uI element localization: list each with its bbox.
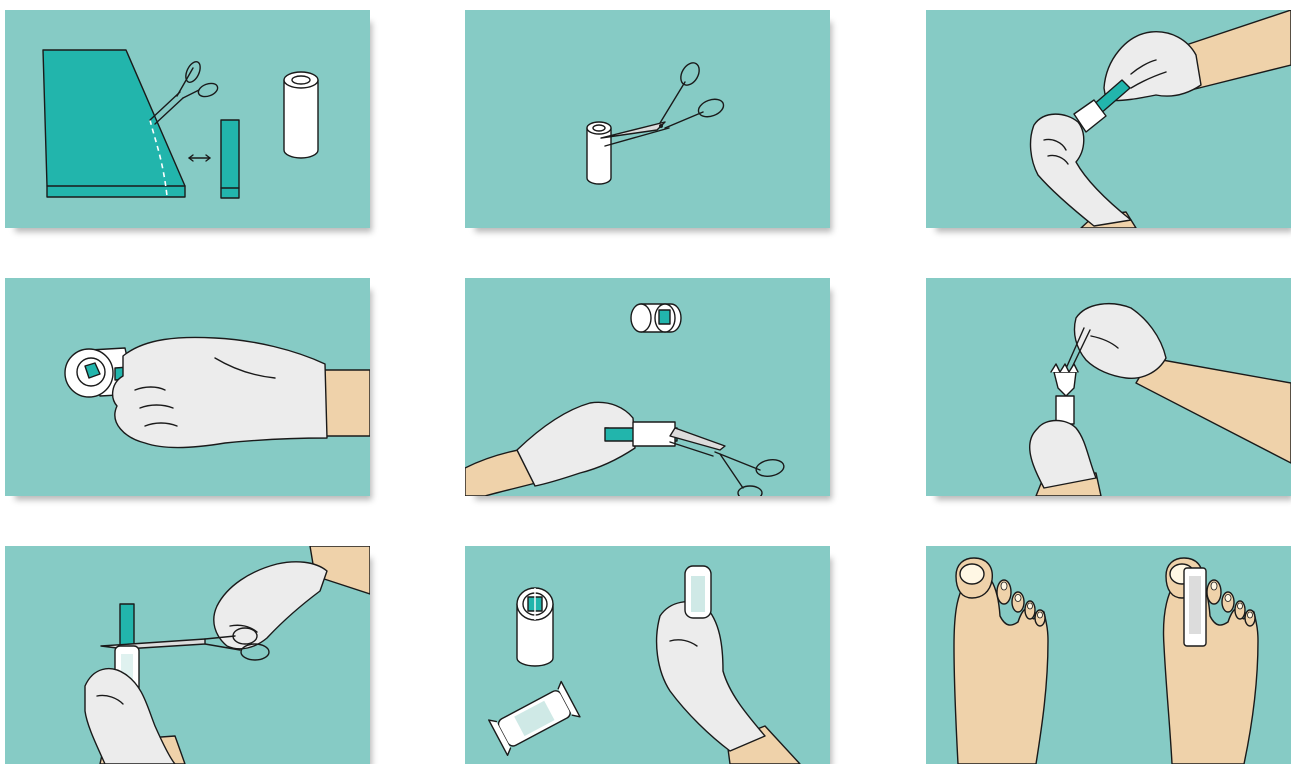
tubular-bandage-roll-icon [284,72,318,158]
tube-icon [631,304,681,332]
scissors-icon [670,428,785,496]
toe-dressing-icon [489,682,580,756]
step-panel-4 [5,278,370,496]
gloved-hand-icon [1074,304,1166,379]
resize-arrow-icon [189,155,210,161]
step-panel-3 [926,10,1291,228]
scissors-icon [150,59,219,124]
forearm-icon [323,370,370,436]
gloved-hand-icon [85,669,175,764]
gloved-hand-icon [1030,421,1096,489]
step-panel-9 [926,546,1291,764]
tubular-bandage-roll-icon [587,122,611,184]
tube-icon [517,588,553,666]
gloved-hand-icon [517,402,635,486]
tube-icon [633,422,675,446]
foam-strip-icon [221,120,239,198]
forearm-icon [1136,358,1291,463]
foam-strip-icon [120,604,134,646]
tube-icon [1051,364,1078,424]
step-panel-8 [465,546,830,764]
gloved-hand-icon [657,602,765,751]
foot-icon [954,558,1048,764]
toe-dressing-icon [685,566,711,618]
foot-with-dressing-icon [1164,558,1258,764]
gloved-hand-icon [113,337,327,447]
step-panel-7 [5,546,370,764]
scissors-icon [601,60,726,146]
step-panel-5 [465,278,830,496]
gloved-hand-icon [1031,114,1131,226]
step-panel-2 [465,10,830,228]
step-panel-1 [5,10,370,228]
foam-sheet-icon [43,50,185,197]
step-panel-6 [926,278,1291,496]
